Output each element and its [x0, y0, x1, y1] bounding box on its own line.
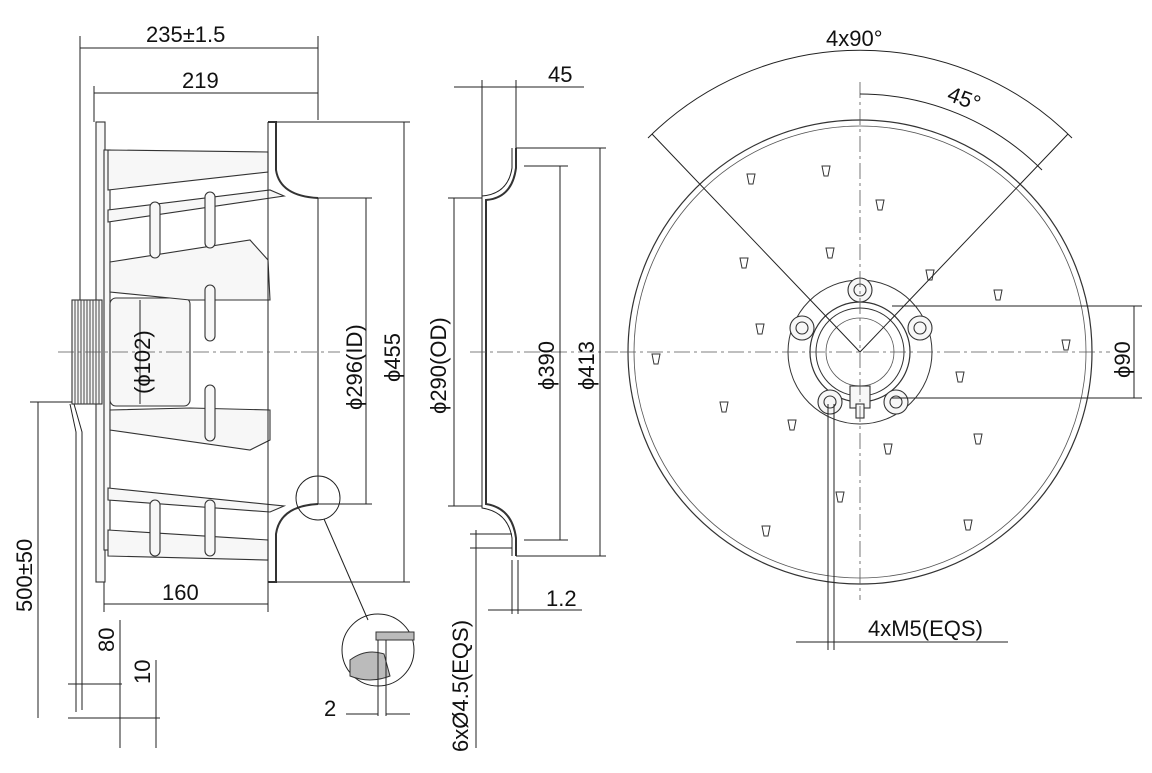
shroud-top — [268, 121, 319, 199]
dim-413: ϕ413 — [574, 341, 599, 390]
dim-motor-dia: (ϕ102) — [130, 330, 155, 394]
dim-290-od: ϕ290(OD) — [426, 317, 451, 414]
dim-160: 160 — [162, 580, 199, 605]
dim-219: 219 — [182, 68, 219, 93]
dim-cable-length: 500±50 — [12, 539, 37, 612]
dim-holes: 6xØ4.5(EQS) — [448, 620, 473, 752]
dim-detail-2: 2 — [324, 696, 336, 721]
dim-cable-10: 10 — [130, 660, 155, 684]
dim-235: 235±1.5 — [146, 22, 225, 47]
dim-inlet-id: ϕ296(ID) — [342, 324, 367, 410]
dim-455: ϕ455 — [380, 333, 405, 382]
dim-4xm5: 4xM5(EQS) — [868, 616, 983, 641]
dim-390: ϕ390 — [534, 341, 559, 390]
dim-hub-90: ϕ90 — [1110, 341, 1135, 378]
front-view — [620, 49, 1142, 650]
dim-cable-80: 80 — [94, 628, 119, 652]
dim-45: 45 — [548, 62, 572, 87]
side-view — [30, 36, 415, 748]
inlet-ring-view — [448, 80, 618, 748]
dim-1-2: 1.2 — [546, 586, 577, 611]
dim-4x90: 4x90° — [826, 26, 883, 51]
detail-marker — [295, 475, 341, 521]
shroud-bottom — [268, 503, 319, 583]
